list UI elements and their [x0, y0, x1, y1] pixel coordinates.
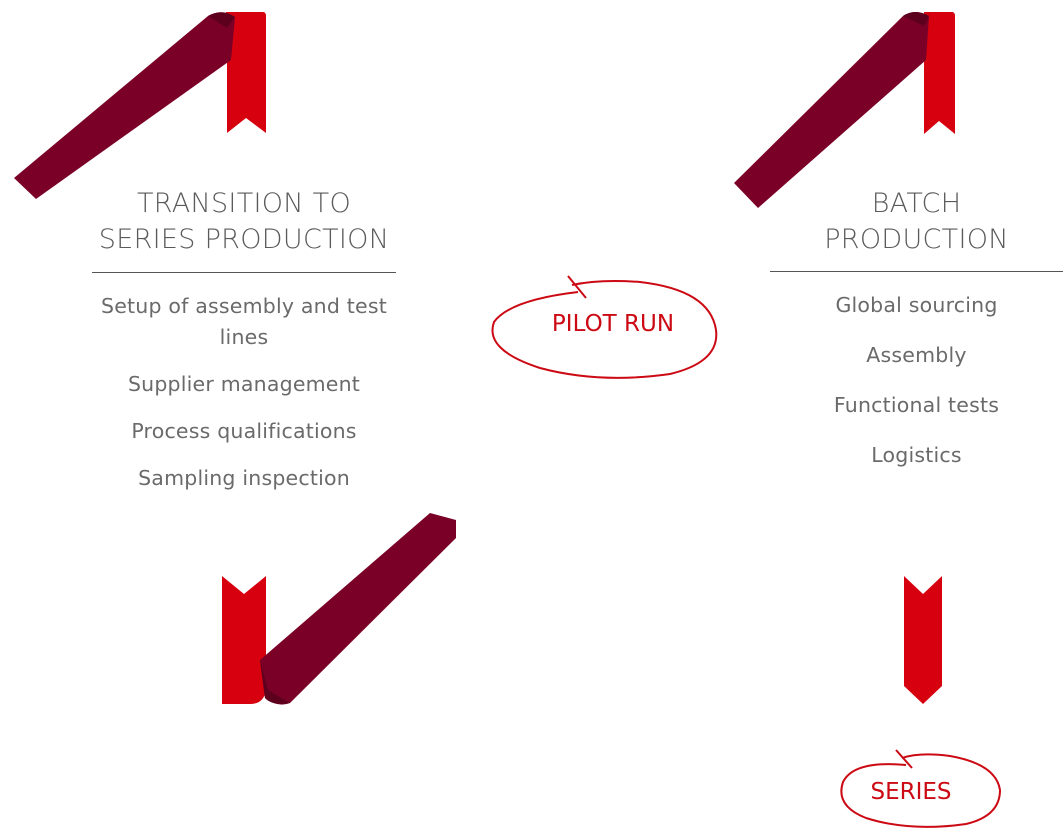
top-right-fold: [903, 12, 929, 26]
bottom-left-red-strip: [222, 576, 266, 704]
series-label: SERIES: [870, 779, 952, 805]
bottom-left-fold: [260, 660, 290, 704]
top-right-red-strip: [924, 12, 955, 134]
batch-item: Global sourcing: [835, 293, 998, 317]
top-left-dark-band: [14, 12, 235, 200]
batch-title-line2: PRODUCTION: [824, 224, 1009, 255]
batch-divider: [770, 271, 1063, 272]
batch-panel: BATCH PRODUCTION Global sourcing Assembl…: [770, 186, 1063, 490]
transition-item: Setup of assembly and test lines: [101, 294, 387, 349]
batch-item: Assembly: [866, 343, 967, 367]
transition-panel: TRANSITION TO SERIES PRODUCTION Setup of…: [92, 186, 396, 510]
transition-title: TRANSITION TO SERIES PRODUCTION: [92, 186, 396, 258]
series-arrow: [904, 576, 942, 704]
batch-item: Logistics: [871, 443, 962, 467]
batch-title: BATCH PRODUCTION: [770, 186, 1063, 258]
batch-item-list: Global sourcing Assembly Functional test…: [770, 290, 1063, 471]
top-left-fold: [208, 12, 235, 28]
transition-divider: [92, 272, 396, 273]
pilot-run-label: PILOT RUN: [551, 311, 675, 337]
batch-title-line1: BATCH: [871, 188, 962, 219]
transition-title-line2: SERIES PRODUCTION: [98, 224, 390, 255]
top-right-dark-band: [734, 12, 929, 208]
transition-item: Supplier management: [127, 372, 361, 396]
transition-item: Sampling inspection: [138, 466, 350, 490]
bottom-left-dark-band: [260, 513, 456, 705]
transition-item: Process qualifications: [131, 419, 357, 443]
batch-item: Functional tests: [833, 393, 1000, 417]
top-left-red-strip: [226, 12, 266, 133]
pilot-run-oval: [491, 275, 718, 379]
transition-title-line1: TRANSITION TO: [136, 188, 352, 219]
series-oval: [840, 749, 1002, 828]
transition-item-list: Setup of assembly and test lines Supplie…: [92, 291, 396, 494]
